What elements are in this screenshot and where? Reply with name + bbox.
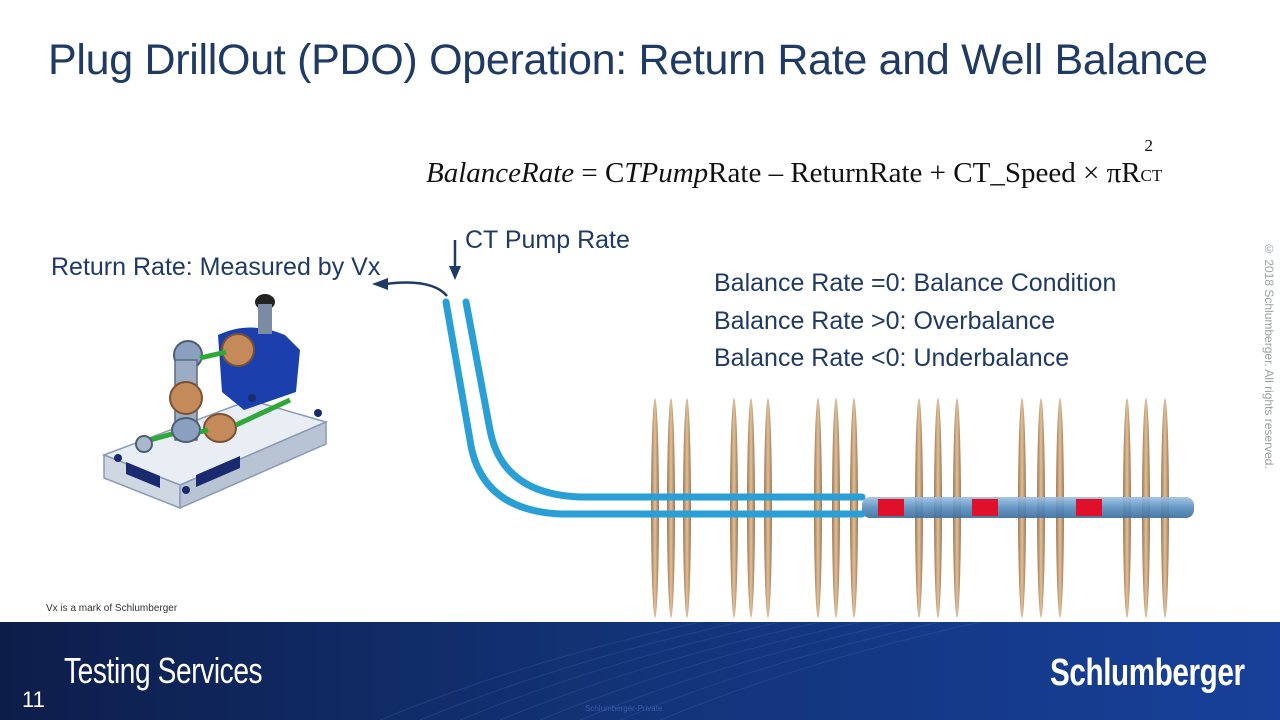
fracture — [764, 398, 772, 618]
formula-subscript: CT — [1140, 166, 1163, 185]
balance-rate-formula: BalanceRate = CTPumpRate – ReturnRate + … — [426, 136, 1175, 190]
formula-term1-italic: TPump — [624, 157, 709, 189]
formula-superscript: 2 — [1144, 136, 1154, 155]
formula-lhs: BalanceRate — [426, 157, 575, 189]
condition-underbalance: Balance Rate <0: Underbalance — [714, 344, 1070, 372]
coiled-tubing — [442, 298, 866, 518]
fracture — [683, 398, 691, 618]
balance-conditions: Balance Rate =0: Balance Condition Balan… — [714, 265, 1116, 378]
formula-times: × — [1075, 157, 1107, 189]
ct-pump-rate-label: CT Pump Rate — [465, 226, 630, 254]
plug — [878, 499, 904, 516]
plug — [972, 499, 998, 516]
fracture — [730, 398, 738, 618]
formula-equals: = — [574, 157, 606, 189]
pump-rate-arrow-icon — [449, 240, 461, 280]
formula-term2: ReturnRate — [790, 157, 923, 189]
formula-term1-prefix: C — [605, 157, 625, 189]
vx-meter-skid-icon — [101, 294, 329, 510]
formula-term3: CT_Speed — [953, 157, 1076, 189]
formula-minus: – — [761, 157, 791, 189]
slide-title: Plug DrillOut (PDO) Operation: Return Ra… — [48, 36, 1208, 84]
formula-term1-suffix: Rate — [708, 157, 762, 189]
casing-pipe — [862, 497, 1194, 518]
condition-overbalance: Balance Rate >0: Overbalance — [714, 306, 1056, 335]
copyright-notice: © 2018 Schlumberger. All rights reserved… — [1262, 242, 1276, 469]
plug — [1076, 499, 1102, 516]
fracture — [832, 398, 840, 618]
page-number: 11 — [22, 687, 45, 712]
fracture — [667, 398, 675, 618]
classification-note: Schlumberger-Private — [585, 704, 663, 713]
formula-term4: πR — [1106, 157, 1141, 189]
trademark-note: Vx is a mark of Schlumberger — [46, 603, 178, 614]
brand-logo: Schlumberger — [1050, 652, 1245, 694]
fracture — [850, 398, 858, 618]
formula-plus: + — [922, 157, 954, 189]
tubing-inner-wall — [462, 298, 866, 501]
footer-bar: Testing Services 11 Schlumberger Schlumb… — [0, 622, 1280, 720]
return-rate-arrow-icon — [372, 278, 448, 297]
tubing-outer-wall — [442, 298, 866, 518]
wellbore-casing — [862, 497, 1194, 518]
fracture — [651, 398, 659, 618]
return-rate-label: Return Rate: Measured by Vx — [51, 253, 381, 281]
fracture — [814, 398, 822, 618]
footer-title: Testing Services — [64, 650, 263, 691]
condition-balance: Balance Rate =0: Balance Condition — [714, 269, 1117, 297]
footer-texture — [379, 622, 981, 720]
fracture — [747, 398, 755, 618]
